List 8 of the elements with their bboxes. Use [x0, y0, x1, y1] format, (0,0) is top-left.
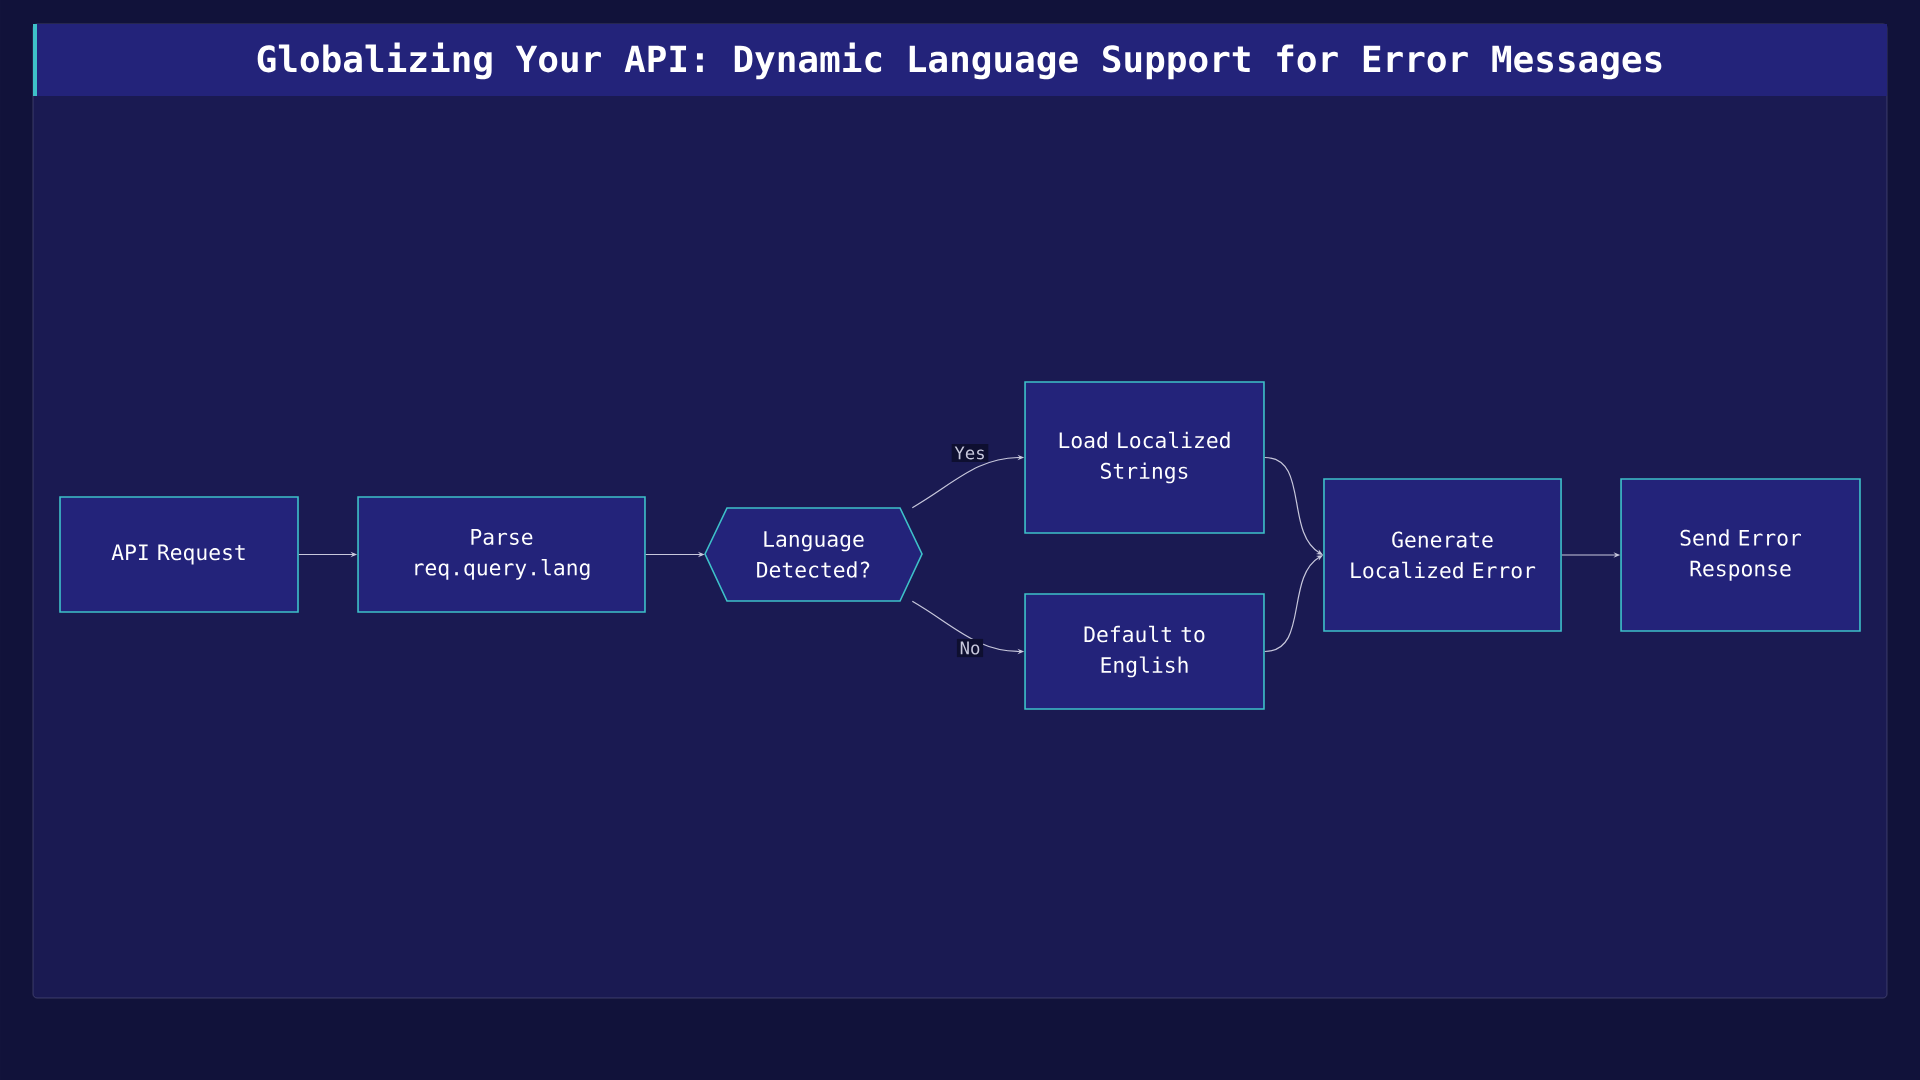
process-box: API Request	[59, 496, 299, 613]
title-banner: Globalizing Your API: Dynamic Language Support for Error Messages	[33, 24, 1887, 96]
process-box: Send Error Response	[1620, 478, 1861, 632]
decision-hexagon: Language Detected?	[704, 507, 923, 602]
process-box: Parse req.query.lang	[357, 496, 646, 613]
process-box: Default to English	[1024, 593, 1265, 710]
process-box: Generate Localized Error	[1323, 478, 1562, 632]
process-box: Load Localized Strings	[1024, 381, 1265, 534]
